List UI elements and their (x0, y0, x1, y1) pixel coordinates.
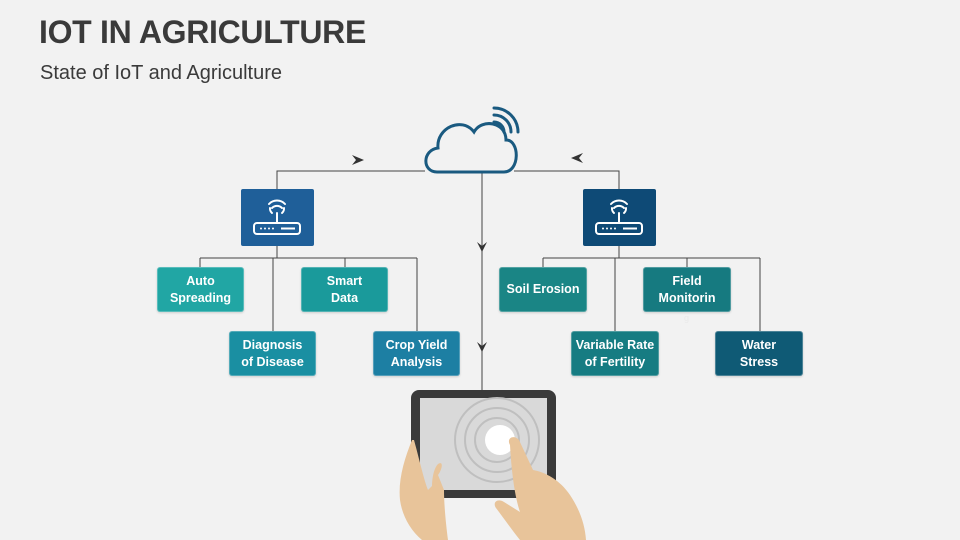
box-diagnosis-of-disease: Diagnosis of Disease (229, 331, 316, 376)
stray-mark: g (684, 313, 690, 323)
router-right (583, 189, 656, 246)
page-subtitle: State of IoT and Agriculture (40, 62, 283, 84)
cloud-wifi-icon (424, 106, 520, 174)
box-soil-erosion: Soil Erosion (499, 267, 587, 312)
box-smart-data: Smart Data (301, 267, 388, 312)
hand-icon (399, 437, 586, 540)
arrow-markers (352, 153, 583, 352)
page-title: IOT IN AGRICULTURE (39, 14, 367, 50)
arrow-down-icon (477, 242, 487, 252)
box-water-stress: Water Stress (715, 331, 803, 376)
connector-lines (199, 170, 761, 392)
arrow-left-icon (571, 153, 583, 163)
arrow-right-icon (352, 155, 364, 165)
box-auto-spreading: Auto Spreading (157, 267, 244, 312)
router-icon (595, 199, 643, 235)
box-field-monitoring: Field Monitorin (643, 267, 731, 312)
box-variable-rate-fertility: Variable Rate of Fertility (571, 331, 659, 376)
router-icon (253, 199, 301, 235)
router-left (241, 189, 314, 246)
arrow-down-icon (477, 342, 487, 352)
box-crop-yield-analysis: Crop Yield Analysis (373, 331, 460, 376)
